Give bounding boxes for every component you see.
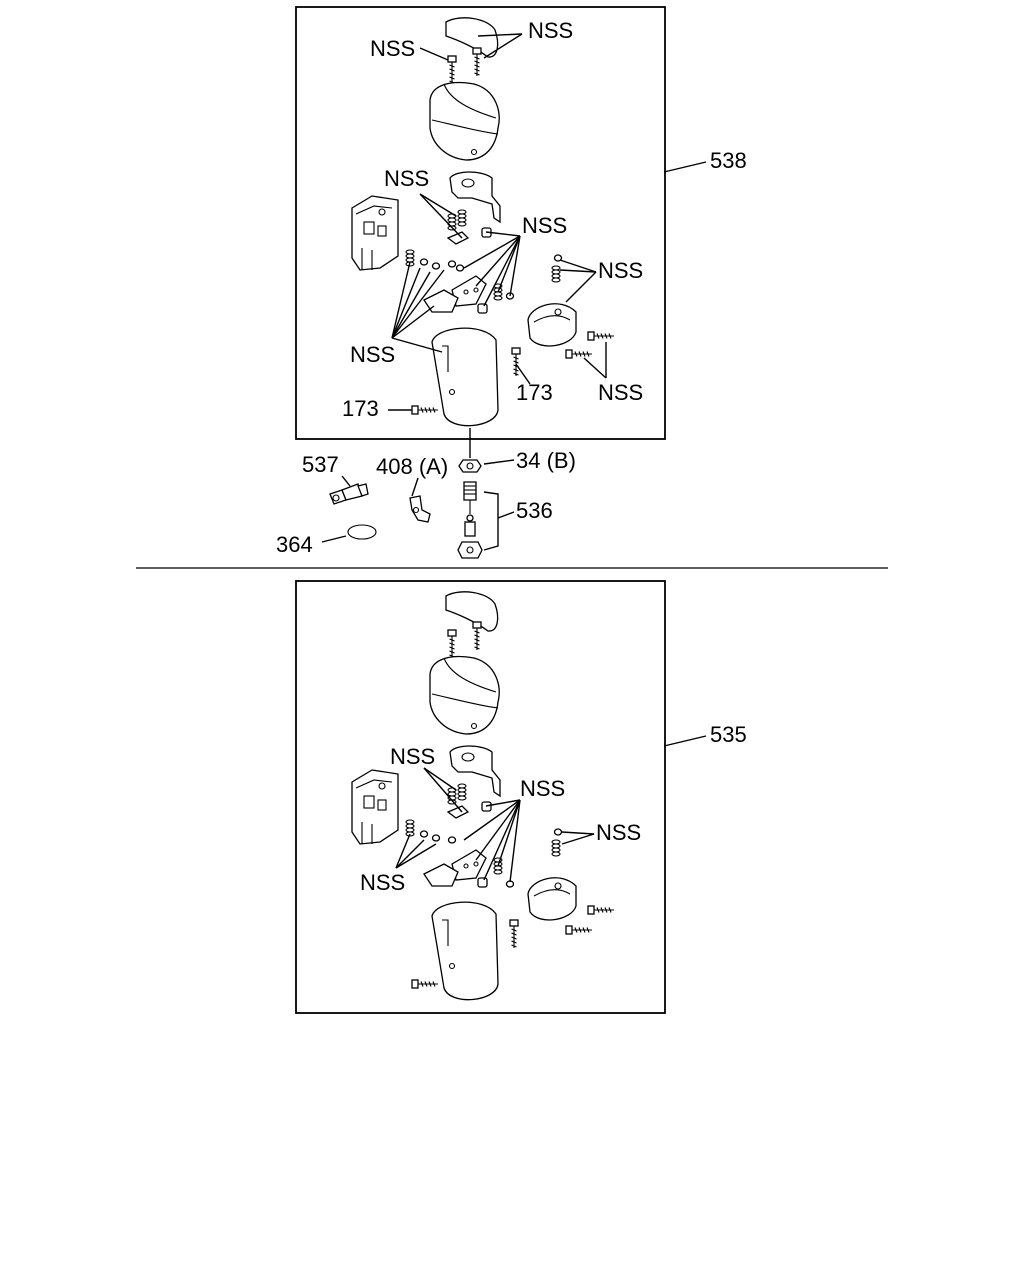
bolt-kit-536 [457,481,483,559]
latch-plate-lower [446,805,470,819]
knob-upper-housing-lower [429,655,500,735]
set-screw-right [511,347,521,377]
elbow-408a [409,495,431,523]
knob-body [431,327,499,427]
detent-screw-a [587,331,615,341]
upper-assembly-538: 538 NSS NSS NSS NSS NSS NSS NSS 173 173 [295,6,747,440]
nut-34b [458,459,482,473]
detent-screw-a-lower [587,905,615,915]
lower-frame [295,580,666,1014]
upper-frame [295,6,666,440]
label-34b: 34 (B) [516,448,576,473]
latch-spring-2-lower [447,787,457,805]
label-nss-top-right: NSS [528,18,573,43]
label-536: 536 [516,498,553,523]
latch-block-lower [449,745,501,798]
callout-535: 535 [710,722,747,747]
cap-screw-left [447,55,457,85]
knob-upper-housing [429,81,500,161]
side-housing [351,195,399,271]
detent-housing [527,303,577,347]
label-408a: 408 (A) [376,454,448,479]
cap-screw-right-lower [472,621,482,651]
loose-parts: 34 (B) 536 537 [276,428,576,559]
detent-housing-lower [527,877,577,921]
detent-screw-b [565,349,593,359]
fitting-537 [329,483,369,505]
small-part-a-lower [419,830,429,838]
set-screw-left-lower [411,979,439,989]
pad-block [477,303,488,314]
label-nss-lower-left: NSS [350,342,395,367]
small-part-a [419,258,429,266]
label-nss-right: NSS [598,258,643,283]
label-173-right: 173 [516,380,553,405]
small-part-b [431,262,441,270]
label-nss-lower-right: NSS [598,380,643,405]
label-173-left: 173 [342,396,379,421]
small-part-d [455,264,465,272]
callout-538: 538 [710,148,747,173]
label-nss-top-left: NSS [370,36,415,61]
knob-insert-lower [445,591,499,632]
latch-block [449,171,501,224]
latch-spring [457,209,467,227]
label-nss-mid-left-lower: NSS [390,744,435,769]
label-537: 537 [302,452,339,477]
small-part-b-lower [431,834,441,842]
set-screw-right-lower [509,919,519,949]
small-spring-a-lower [405,819,415,837]
detent-ball-lower [553,828,563,836]
cap-screw-right [472,47,482,77]
o-ring-364 [347,524,377,540]
detent-spring-lower [551,839,561,857]
small-part-c-lower [447,836,457,844]
small-part-c [447,260,457,268]
label-nss-lower-left-lower: NSS [360,870,405,895]
knob-body-lower [431,901,499,1001]
latch-spring-lower [457,783,467,801]
knob-insert [445,17,499,58]
pad-block-lower [477,877,488,888]
side-housing-lower [351,769,399,845]
cap-screw-left-lower [447,629,457,659]
wedge-lower [423,863,459,887]
detent-screw-b-lower [565,925,593,935]
lower-assembly-535: 535 NSS NSS NSS NSS [295,580,747,1014]
label-nss-right-lower: NSS [596,820,641,845]
label-nss-mid-left: NSS [384,166,429,191]
detent-spring [551,265,561,283]
label-364: 364 [276,532,313,557]
label-nss-mid-right-lower: NSS [520,776,565,801]
label-nss-mid-right: NSS [522,213,567,238]
set-screw-left [411,405,439,415]
